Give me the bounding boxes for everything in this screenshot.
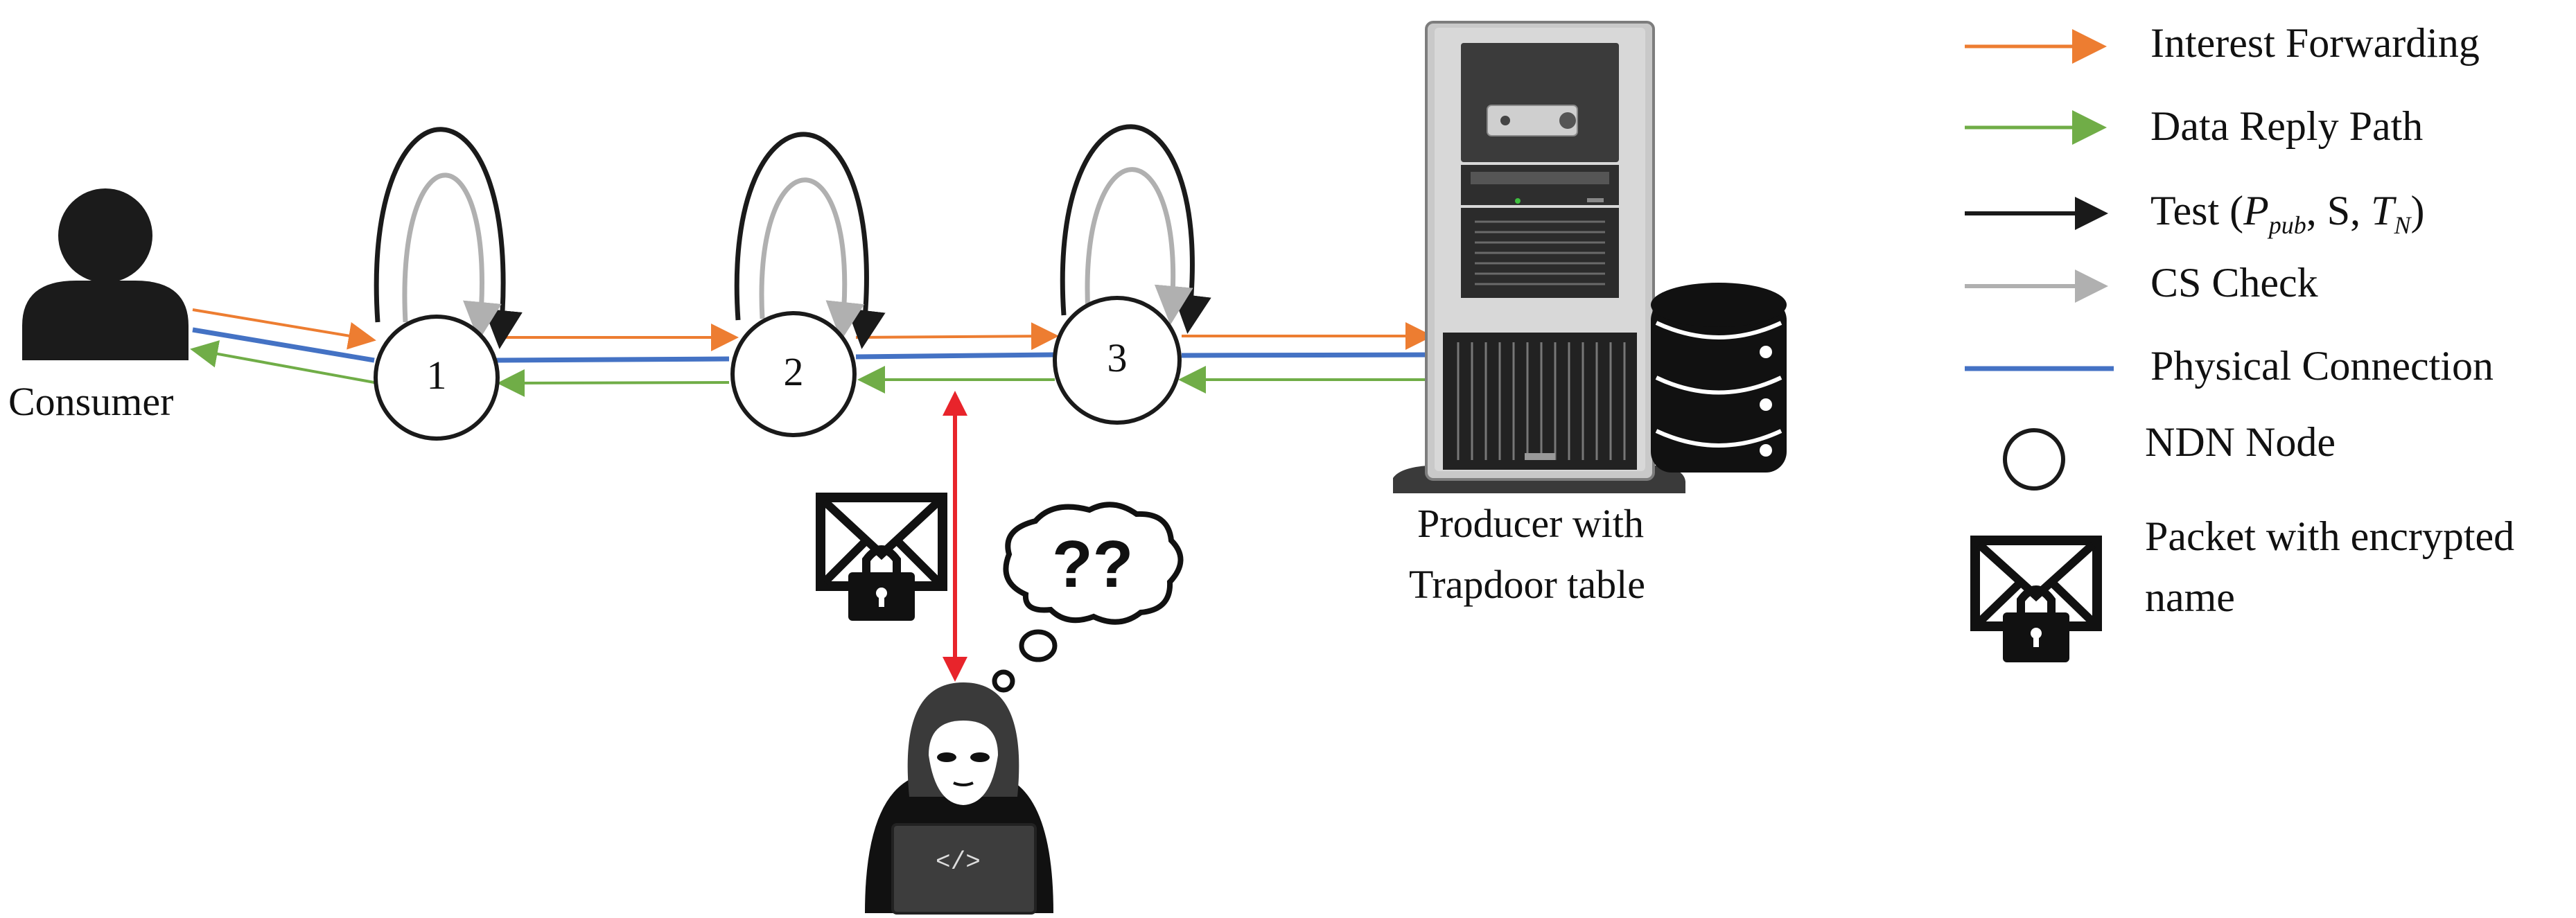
legend-test-p: P: [2243, 188, 2269, 233]
legend-test-prefix: Test (: [2150, 188, 2244, 233]
consumer-icon: [22, 188, 189, 360]
attacker-icon: [865, 682, 1053, 915]
legend-cs-label: CS Check: [2150, 260, 2318, 306]
legend-packet-sample: [1970, 536, 2102, 662]
legend-data-label: Data Reply Path: [2150, 103, 2424, 149]
node-1-label: 1: [426, 353, 447, 398]
producer-label-line1: Producer with: [1417, 501, 1644, 546]
ndn-node-2: [730, 311, 857, 437]
node-2-label: 2: [783, 349, 804, 394]
self-loops: [374, 124, 1211, 349]
encrypted-packet-icon: [816, 493, 947, 621]
legend-physical-label: Physical Connection: [2150, 343, 2494, 389]
legend-test-suffix: ): [2410, 188, 2425, 233]
interest-forwarding-arrows: [192, 308, 1433, 351]
attacker-code-glyph: </>: [936, 848, 981, 876]
legend-test-t: T: [2371, 188, 2394, 233]
database-icon: [1651, 283, 1787, 473]
physical-connections: [192, 327, 1435, 363]
legend-test-mid: , S,: [2306, 188, 2372, 233]
legend-interest-label: Interest Forwarding: [2150, 20, 2480, 66]
legend-test-label: Test (Ppub, S, TN): [2150, 187, 2425, 240]
producer-label-line2: Trapdoor table: [1409, 562, 1645, 607]
thought-bubble: [992, 502, 1184, 693]
legend-packet-label-line1: Packet with encrypted: [2145, 513, 2515, 559]
legend-ndn-node-sample: [2003, 428, 2065, 491]
legend-test-p-sub: pub: [2268, 211, 2306, 239]
legend-test-t-sub: N: [2394, 211, 2411, 239]
thought-question-marks: ??: [1052, 527, 1134, 601]
ndn-node-3: [1053, 296, 1182, 425]
producer-server-icon: [1393, 21, 1685, 493]
data-reply-arrows: [190, 340, 1431, 397]
legend-ndn-node-label: NDN Node: [2145, 419, 2336, 465]
legend-packet-label-line2: name: [2145, 574, 2235, 620]
ndn-node-1: [374, 315, 500, 441]
node-3-label: 3: [1107, 335, 1128, 380]
consumer-label: Consumer: [8, 379, 174, 424]
